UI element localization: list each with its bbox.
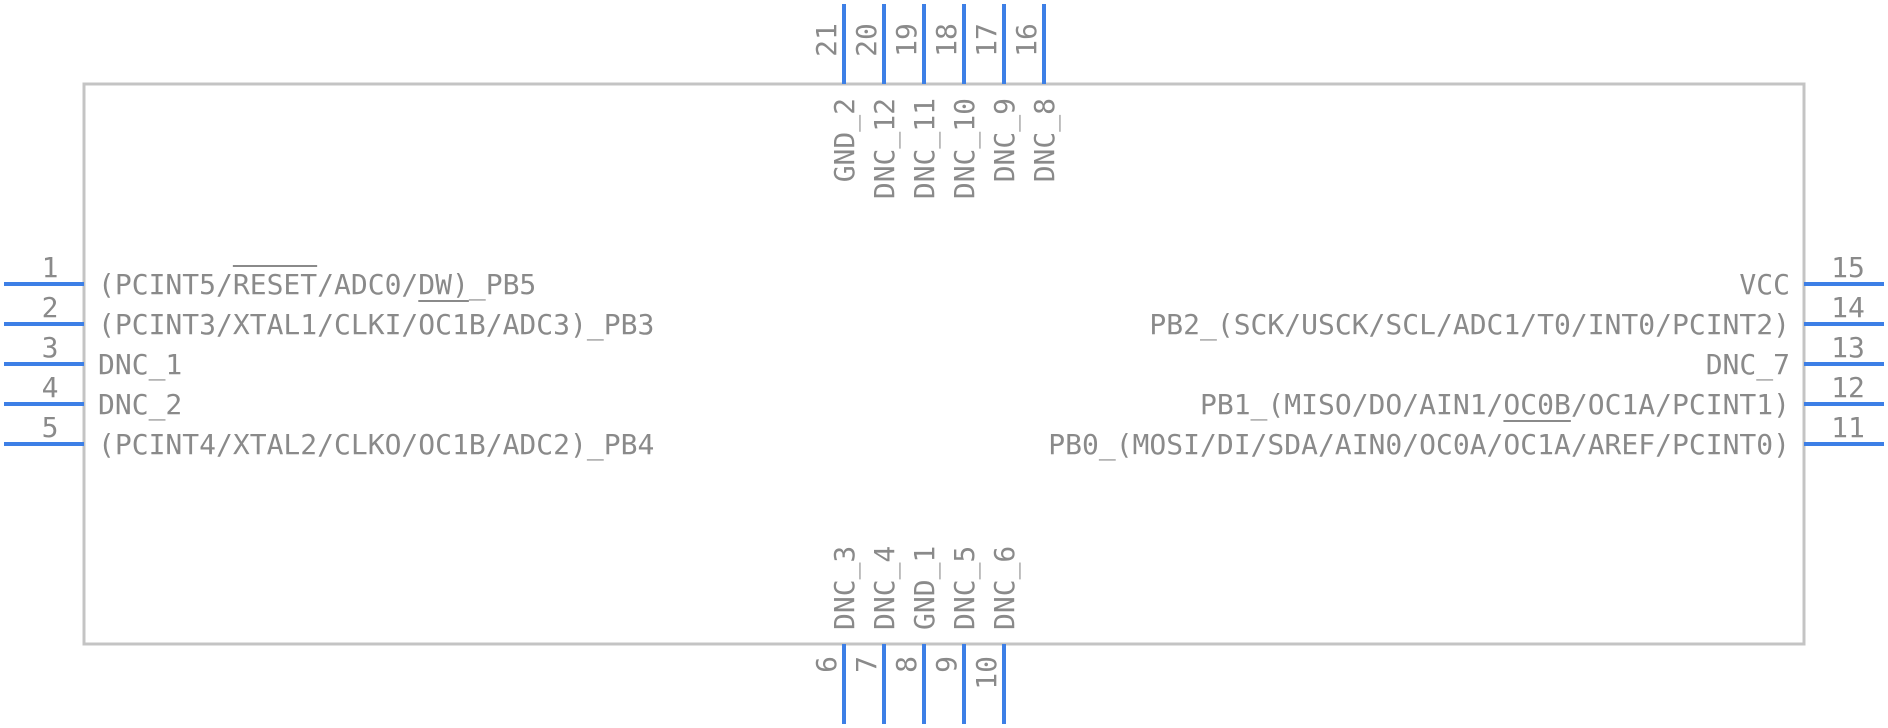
pin-number-19: 19 xyxy=(890,23,923,57)
pin-label-2: (PCINT3/XTAL1/CLKI/OC1B/ADC3)_PB3 xyxy=(98,308,654,342)
pin-label-8: GND_1 xyxy=(908,546,942,630)
pin-label-6: DNC_3 xyxy=(828,546,862,630)
pin-number-21: 21 xyxy=(810,23,843,57)
pin-label-19: DNC_11 xyxy=(908,98,942,199)
pin-number-4: 4 xyxy=(42,371,59,404)
pin-label-20: DNC_12 xyxy=(868,98,902,199)
pin-label-18: DNC_10 xyxy=(948,98,982,199)
pin-number-11: 11 xyxy=(1831,411,1865,444)
pin-number-10: 10 xyxy=(970,656,1003,690)
pin-number-12: 12 xyxy=(1831,371,1865,404)
pin-number-2: 2 xyxy=(42,291,59,324)
pin-group: 1 (PCINT5/RESET/ADC0/DW)_PB5 2 (PCINT3/XTAL… xyxy=(4,4,1884,724)
pin-label-9: DNC_5 xyxy=(948,546,982,630)
pin-number-13: 13 xyxy=(1831,331,1865,364)
pin-label-5: (PCINT4/XTAL2/CLKO/OC1B/ADC2)_PB4 xyxy=(98,428,654,462)
pin-number-7: 7 xyxy=(850,656,883,673)
pin-number-8: 8 xyxy=(890,656,923,673)
pin-number-1: 1 xyxy=(42,251,59,284)
pin-label-14: PB2_(SCK/USCK/SCL/ADC1/T0/INT0/PCINT2) xyxy=(1149,308,1790,342)
pin-number-16: 16 xyxy=(1010,23,1043,57)
pin-label-7: DNC_4 xyxy=(868,546,902,630)
pin-label-3: DNC_1 xyxy=(98,348,182,382)
component-body-outline xyxy=(82,82,1806,646)
pin-label-17: DNC_9 xyxy=(988,98,1022,182)
pin-label-10: DNC_6 xyxy=(988,546,1022,630)
pin-label-12: PB1_(MISO/DO/AIN1/OC0B/OC1A/PCINT1) xyxy=(1200,388,1790,422)
pin-number-20: 20 xyxy=(850,23,883,57)
pin-label-21: GND_2 xyxy=(828,98,862,182)
pin-number-17: 17 xyxy=(970,23,1003,57)
pin-number-6: 6 xyxy=(810,656,843,673)
pin-number-18: 18 xyxy=(930,23,963,57)
pin-label-15: VCC xyxy=(1739,268,1790,301)
pin-label-16: DNC_8 xyxy=(1028,98,1062,182)
pin-number-9: 9 xyxy=(930,656,963,673)
pin-number-5: 5 xyxy=(42,411,59,444)
pin-label-1: (PCINT5/RESET/ADC0/DW)_PB5 xyxy=(98,268,536,302)
pin-label-11: PB0_(MOSI/DI/SDA/AIN0/OC0A/OC1A/AREF/PCI… xyxy=(1048,428,1790,462)
pin-number-14: 14 xyxy=(1831,291,1865,324)
pin-number-3: 3 xyxy=(42,331,59,364)
pin-label-13: DNC_7 xyxy=(1706,348,1790,382)
pin-number-15: 15 xyxy=(1831,251,1865,284)
pin-label-4: DNC_2 xyxy=(98,388,182,422)
